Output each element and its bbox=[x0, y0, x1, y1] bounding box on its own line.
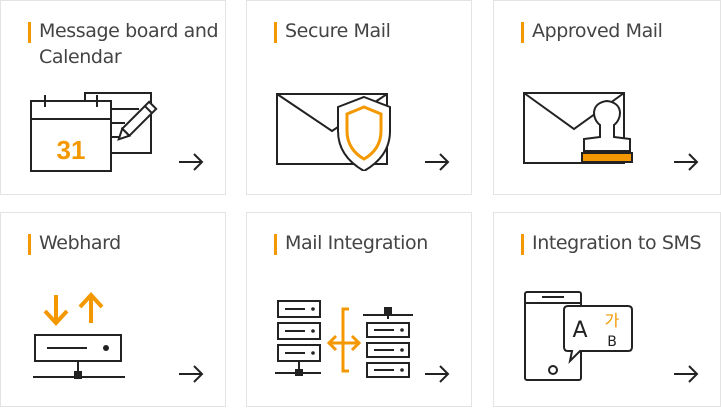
bubble-letter-a: A bbox=[572, 318, 587, 343]
title-accent-bar bbox=[521, 234, 524, 255]
title-accent-bar bbox=[521, 22, 524, 43]
card-webhard[interactable]: Webhard bbox=[0, 212, 226, 407]
card-title: Message board and Calendar bbox=[39, 20, 219, 68]
arrow-right-icon[interactable] bbox=[672, 152, 700, 172]
title-accent-bar bbox=[28, 234, 31, 255]
stamp-mail-icon bbox=[523, 92, 633, 164]
phone-translation-icon: A 가 B bbox=[524, 291, 633, 381]
title-accent-bar bbox=[28, 22, 31, 43]
card-integration-to-sms[interactable]: Integration to SMS A 가 B bbox=[493, 212, 721, 407]
card-mail-integration[interactable]: Mail Integration bbox=[246, 212, 472, 407]
calendar-board-icon: 31 bbox=[30, 92, 158, 172]
title-accent-bar bbox=[274, 234, 277, 255]
shield-mail-icon bbox=[276, 93, 391, 171]
card-title: Integration to SMS bbox=[532, 232, 702, 254]
title-accent-bar bbox=[274, 22, 277, 43]
card-title: Approved Mail bbox=[532, 20, 663, 42]
card-message-board-calendar[interactable]: Message board and Calendar 31 bbox=[0, 0, 226, 195]
arrow-right-icon[interactable] bbox=[177, 364, 205, 384]
arrow-right-icon[interactable] bbox=[423, 364, 451, 384]
arrow-right-icon[interactable] bbox=[672, 364, 700, 384]
bubble-letter-ga: 가 bbox=[605, 311, 620, 330]
card-title: Secure Mail bbox=[285, 20, 391, 42]
upload-download-server-icon bbox=[33, 292, 125, 379]
card-title: Webhard bbox=[39, 232, 121, 254]
arrow-right-icon[interactable] bbox=[423, 152, 451, 172]
arrow-right-icon[interactable] bbox=[177, 152, 205, 172]
card-approved-mail[interactable]: Approved Mail bbox=[493, 0, 721, 195]
card-title: Mail Integration bbox=[285, 232, 428, 254]
card-secure-mail[interactable]: Secure Mail bbox=[246, 0, 472, 195]
server-sync-icon bbox=[275, 300, 413, 378]
bubble-letter-b: B bbox=[607, 334, 617, 350]
calendar-day: 31 bbox=[57, 135, 86, 165]
